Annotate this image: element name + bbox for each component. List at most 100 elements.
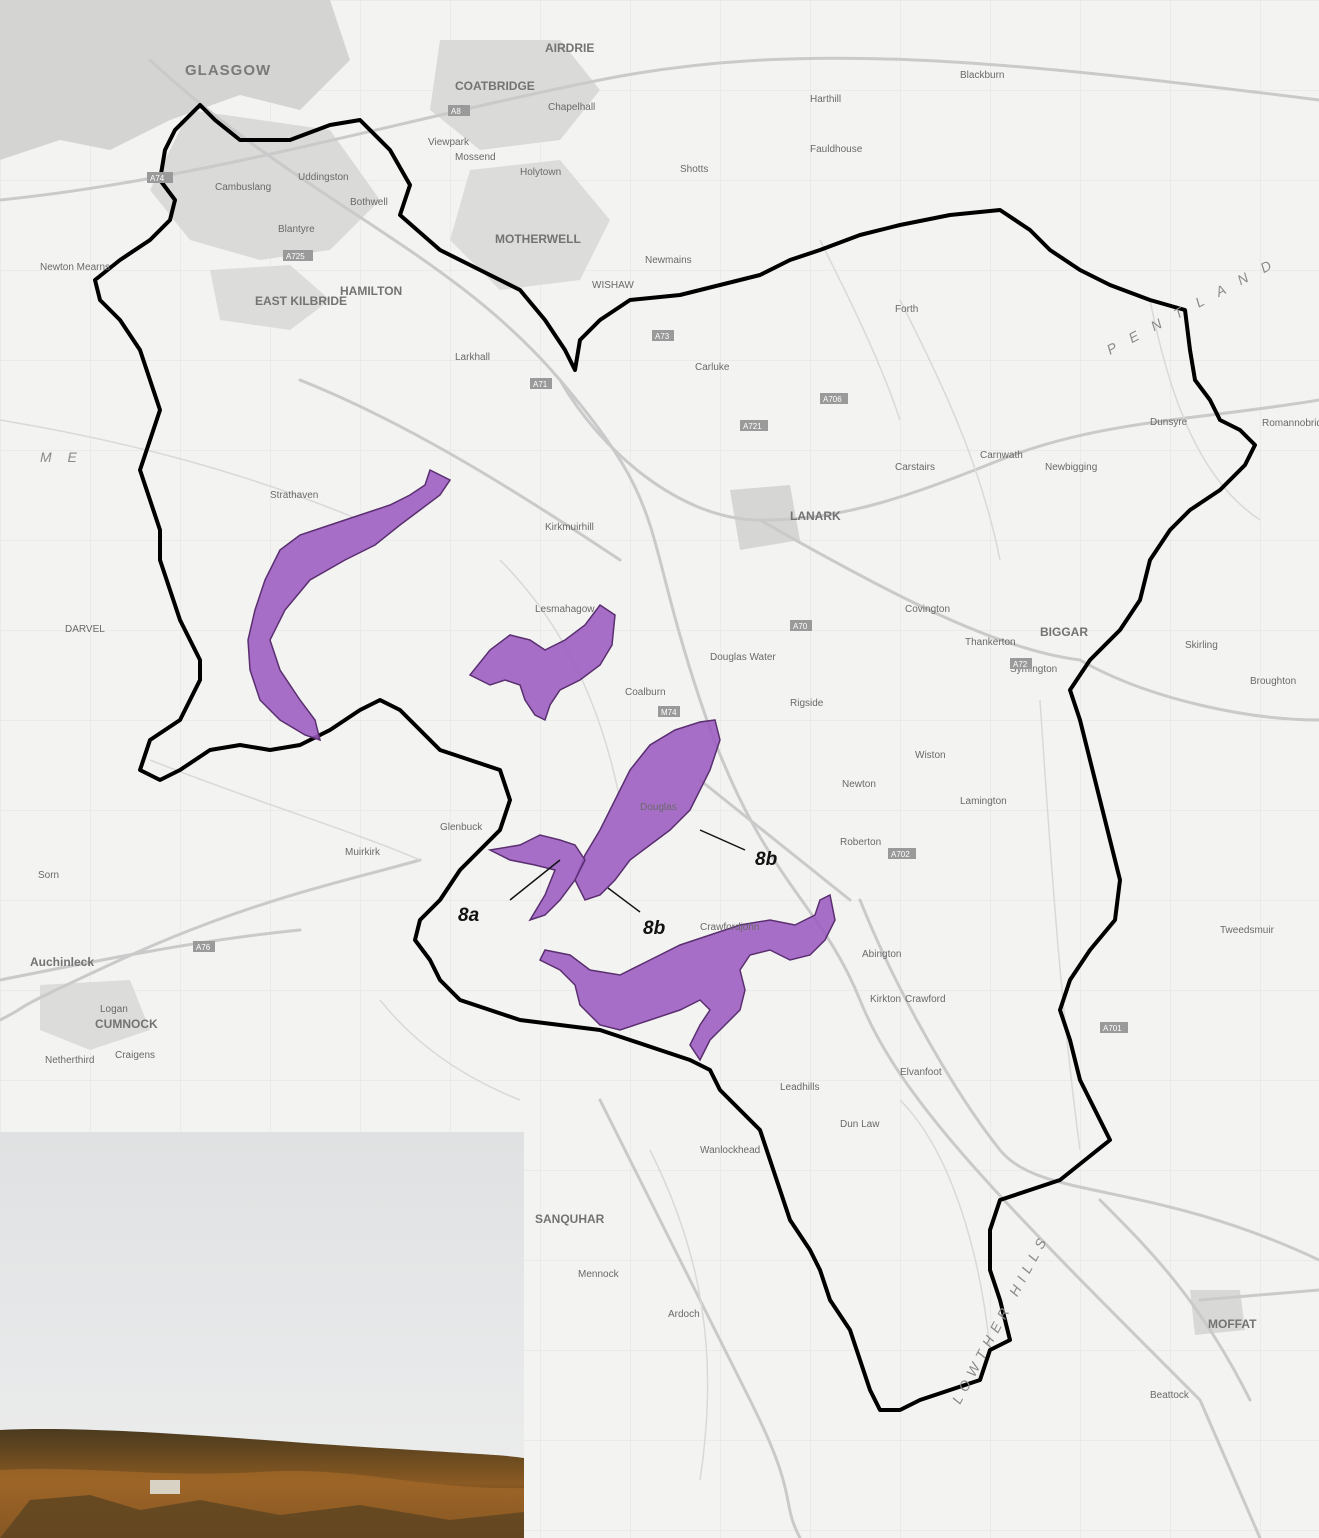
place-carstairs: Carstairs [895, 462, 935, 473]
place-carluke: Carluke [695, 362, 730, 373]
place-dun-law: Dun Law [840, 1119, 880, 1130]
callout-lines [509, 829, 746, 913]
place-wishaw: WISHAW [592, 280, 634, 291]
place-holytown: Holytown [520, 167, 561, 178]
urban-areas [0, 0, 1245, 1335]
place-shotts: Shotts [680, 164, 708, 175]
place-skirling: Skirling [1185, 640, 1218, 651]
place-wiston: Wiston [915, 750, 946, 761]
place-lamington: Lamington [960, 796, 1007, 807]
place-mossend: Mossend [455, 152, 496, 163]
svg-text:A76: A76 [196, 943, 211, 952]
shaded-area-8a [487, 834, 586, 922]
place-glasgow: GLASGOW [185, 62, 271, 79]
svg-text:A8: A8 [451, 107, 461, 116]
place-uddingston: Uddingston [298, 172, 349, 183]
place-viewpark: Viewpark [428, 137, 470, 148]
place-coalburn: Coalburn [625, 687, 666, 698]
road-shields: A74 A725 A71 A72 A73 A70 M74 A702 A701 A… [147, 105, 1128, 1033]
place-lesmahagow: Lesmahagow [535, 604, 595, 615]
place-crawfordjohn: Crawfordjohn [700, 922, 759, 933]
road-network [0, 56, 1319, 1538]
place-newton-mearns: Newton Mearns [40, 262, 110, 273]
place-larkhall: Larkhall [455, 352, 490, 363]
place-airdrie: AIRDRIE [545, 41, 594, 55]
place-symington: Symington [1010, 664, 1057, 675]
svg-text:A71: A71 [533, 380, 548, 389]
place-broughton: Broughton [1250, 676, 1296, 687]
svg-text:A70: A70 [793, 622, 808, 631]
place-romannobridge: Romannobrid [1262, 418, 1319, 429]
place-carnwath: Carnwath [980, 450, 1023, 461]
place-sanquhar: SANQUHAR [535, 1212, 605, 1226]
place-motherwell: MOTHERWELL [495, 232, 581, 246]
place-strathaven: Strathaven [270, 490, 318, 501]
photo-inset [0, 1132, 524, 1538]
svg-text:A74: A74 [150, 174, 165, 183]
place-cumnock: CUMNOCK [95, 1017, 158, 1031]
place-rigside: Rigside [790, 698, 824, 709]
shaded-area-south [538, 893, 836, 1062]
shaded-areas [247, 468, 836, 1062]
place-ardoch: Ardoch [668, 1309, 700, 1320]
place-moffat: MOFFAT [1208, 1317, 1257, 1331]
svg-text:A725: A725 [286, 252, 305, 261]
place-mennock: Mennock [578, 1269, 620, 1280]
place-cambuslang: Cambuslang [215, 182, 271, 193]
region-boundary [93, 103, 1257, 1412]
place-douglas: Douglas [640, 802, 677, 813]
area-label-8a: 8a [458, 905, 480, 926]
svg-text:A702: A702 [891, 850, 910, 859]
place-elvanfoot: Elvanfoot [900, 1067, 942, 1078]
place-harthill: Harthill [810, 94, 841, 105]
svg-text:A701: A701 [1103, 1024, 1122, 1033]
place-newbigging: Newbigging [1045, 462, 1097, 473]
place-kirkmuirhill: Kirkmuirhill [545, 522, 594, 533]
place-blantyre: Blantyre [278, 224, 315, 235]
area-label-8b-north: 8b [755, 849, 778, 870]
svg-text:A721: A721 [743, 422, 762, 431]
place-bothwell: Bothwell [350, 197, 388, 208]
place-lanark: LANARK [790, 509, 841, 523]
shaded-area-8b-north [574, 719, 721, 901]
place-craigens: Craigens [115, 1050, 155, 1061]
place-muirhead-me: M E [40, 449, 83, 465]
place-netherthird: Netherthird [45, 1055, 94, 1066]
place-sorn: Sorn [38, 870, 59, 881]
svg-text:M74: M74 [661, 708, 677, 717]
place-thankerton: Thankerton [965, 637, 1016, 648]
svg-text:A73: A73 [655, 332, 670, 341]
place-coatbridge: COATBRIDGE [455, 79, 535, 93]
place-forth: Forth [895, 304, 918, 315]
place-leadhills: Leadhills [780, 1082, 819, 1093]
place-logan: Logan [100, 1004, 128, 1015]
place-hamilton: HAMILTON [340, 284, 402, 298]
place-chapelhall: Chapelhall [548, 102, 595, 113]
place-glenbuck: Glenbuck [440, 822, 483, 833]
place-muirkirk: Muirkirk [345, 847, 381, 858]
area-label-8b-south: 8b [643, 918, 666, 939]
place-auchinleck: Auchinleck [30, 955, 94, 969]
place-abington: Abington [862, 949, 901, 960]
place-roberton: Roberton [840, 837, 881, 848]
place-covington: Covington [905, 604, 950, 615]
place-newmains: Newmains [645, 255, 692, 266]
shaded-area-lesmahagow [468, 603, 616, 722]
place-crawford: Crawford [905, 994, 946, 1005]
shaded-area-strathaven [247, 468, 452, 742]
place-biggar: BIGGAR [1040, 625, 1088, 639]
place-beattock: Beattock [1150, 1390, 1190, 1401]
place-blackburn: Blackburn [960, 70, 1004, 81]
place-fauldhouse: Fauldhouse [810, 144, 863, 155]
place-newton: Newton [842, 779, 876, 790]
place-tweedsmuir: Tweedsmuir [1220, 925, 1275, 936]
place-darvel: DARVEL [65, 624, 105, 635]
place-wanlockhead: Wanlockhead [700, 1145, 760, 1156]
place-dunsyre: Dunsyre [1150, 417, 1188, 428]
place-douglas-water: Douglas Water [710, 652, 776, 663]
place-east-kilbride: EAST KILBRIDE [255, 294, 347, 308]
svg-text:A72: A72 [1013, 660, 1028, 669]
svg-text:A706: A706 [823, 395, 842, 404]
place-kirkton: Kirkton [870, 994, 901, 1005]
